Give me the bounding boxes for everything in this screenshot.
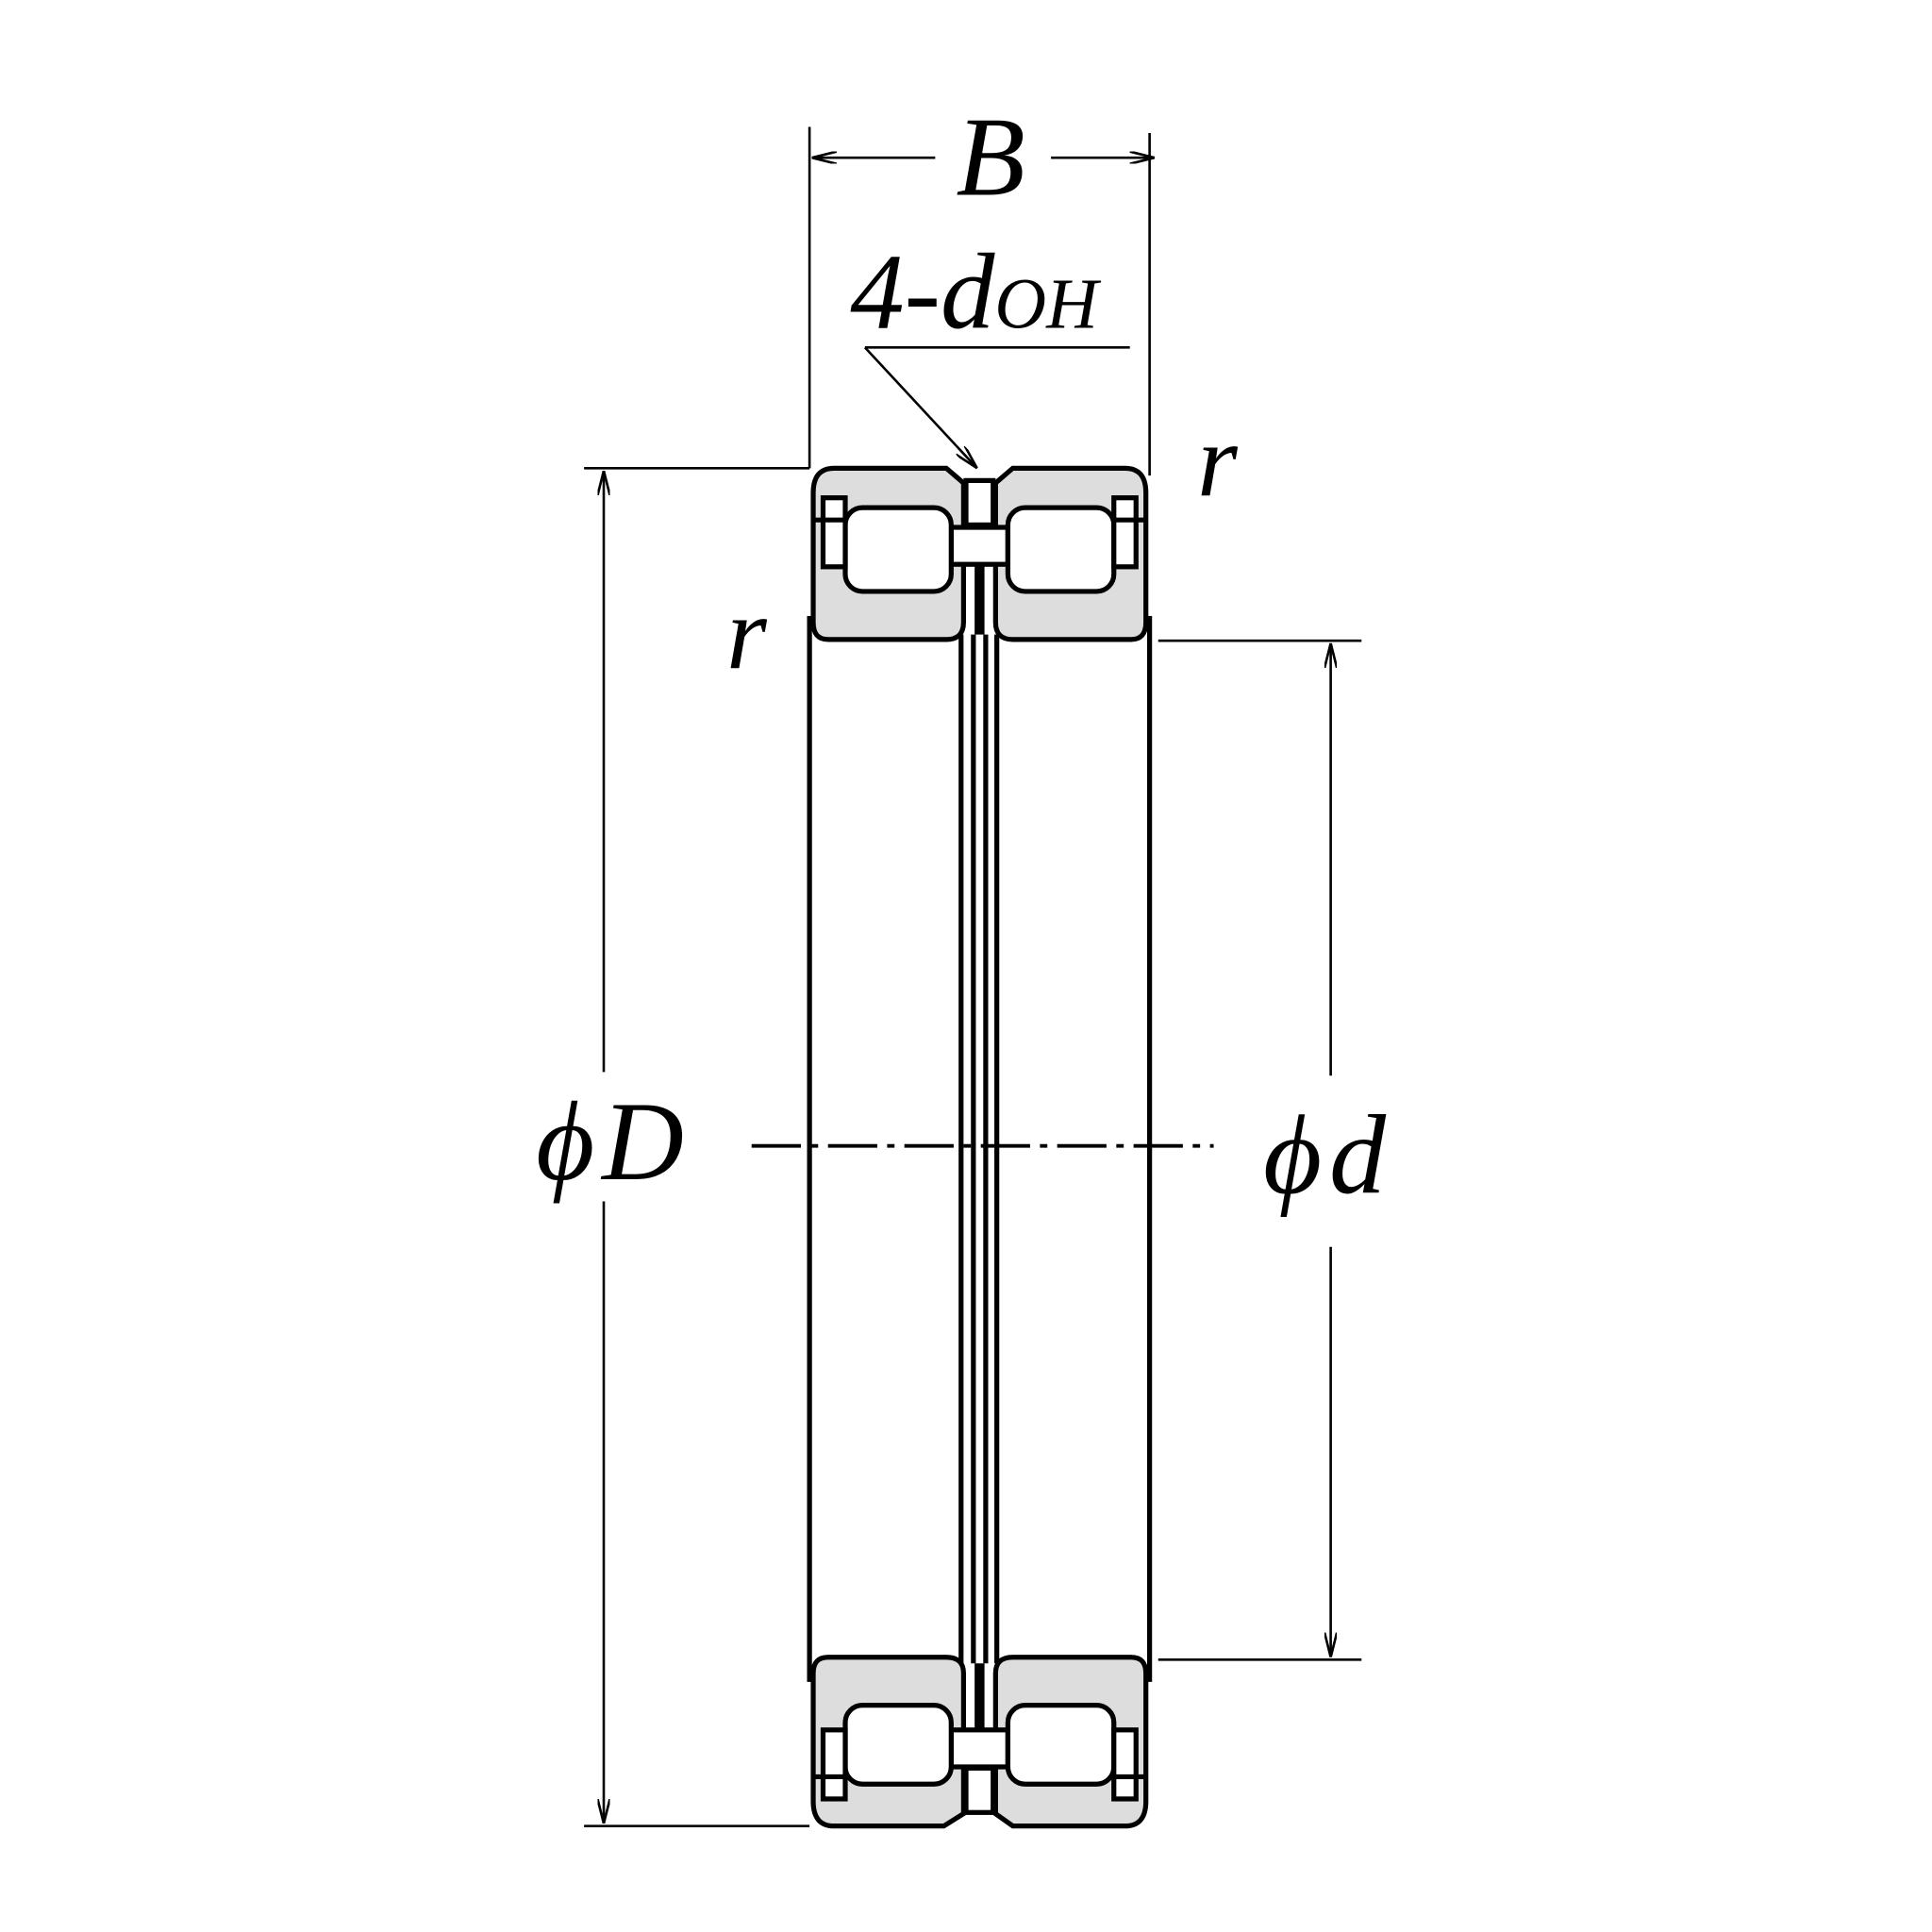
width-dimension: B [808,93,1155,476]
bearing-body-lines [807,616,1153,1682]
bore-diameter-dimension: ϕd [1158,639,1387,1661]
roller-top-left [842,505,954,594]
roller-top-right [1005,505,1117,594]
roller-bottom-right [1005,1703,1117,1787]
outer-diameter-dimension: ϕD [536,467,810,1827]
outer-diameter-label: ϕD [536,1078,684,1204]
chamfer-label-outer: r [1197,403,1239,518]
bore-diameter-label: ϕd [1263,1091,1387,1217]
top-cross-section [810,465,1149,642]
oil-hole-callout: 4-dOH [850,231,1130,468]
bottom-cross-section [810,1655,1149,1829]
width-label: B [956,93,1024,219]
roller-bottom-left [842,1703,954,1787]
oil-hole-label: 4-dOH [850,231,1102,351]
chamfer-label-inner: r [726,575,768,691]
